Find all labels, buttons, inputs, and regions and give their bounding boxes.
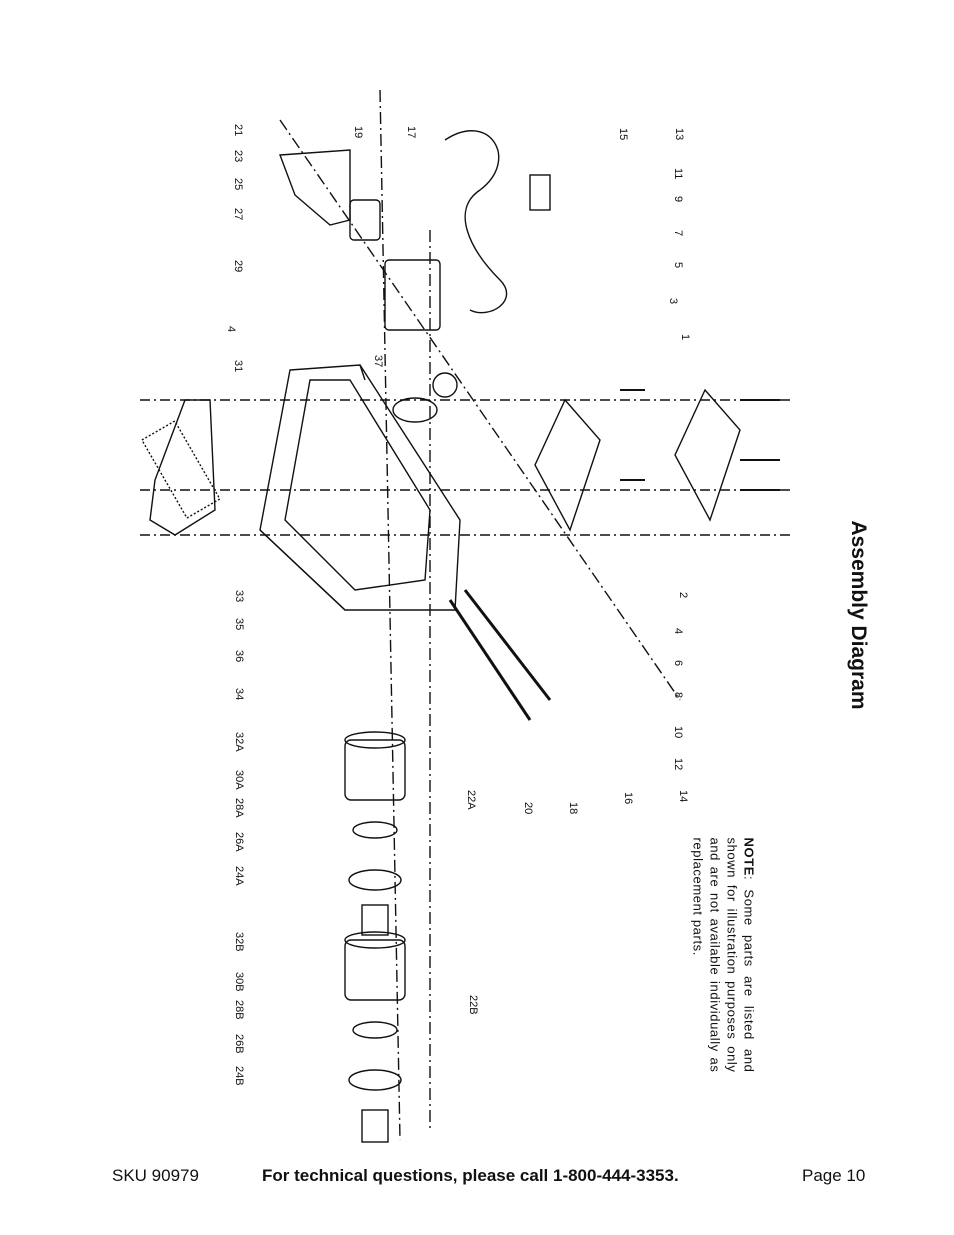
post-24B — [361, 1109, 389, 1143]
callout-28B: 28B — [233, 1000, 245, 1020]
callout-30B: 30B — [233, 972, 245, 992]
callout-37: 37 — [372, 355, 384, 367]
power-cord-15 — [444, 130, 508, 314]
callout-32B: 32B — [233, 932, 245, 952]
gasket-1 — [674, 388, 741, 522]
callout-35: 35 — [233, 618, 245, 630]
washer-30A — [352, 821, 398, 839]
callout-30A: 30A — [233, 770, 245, 790]
bolts — [620, 389, 780, 491]
callout-15: 15 — [617, 128, 629, 140]
callout-16: 16 — [622, 792, 634, 804]
callout-13: 13 — [673, 128, 685, 140]
callout-14: 14 — [677, 790, 689, 802]
callout-12: 12 — [672, 758, 684, 770]
callout-17: 17 — [405, 126, 417, 138]
callout-3: 3 — [667, 298, 679, 304]
callout-36: 36 — [233, 650, 245, 662]
page-title: Assembly Diagram — [847, 520, 870, 710]
capacitor-19 — [349, 199, 381, 241]
footer-sku: SKU 90979 — [112, 1166, 199, 1185]
switch-17 — [384, 259, 441, 331]
callout-5: 5 — [672, 262, 684, 268]
callout-9: 9 — [672, 196, 684, 202]
callout-32A: 32A — [233, 732, 245, 752]
callout-1: 1 — [679, 334, 691, 340]
title-region: Assembly Diagram — [838, 515, 878, 715]
grille-mesh — [140, 420, 221, 519]
callout-23: 23 — [232, 150, 244, 162]
footer-tech-line: For technical questions, please call 1-8… — [262, 1166, 679, 1185]
callout-28A: 28A — [233, 798, 245, 818]
callout-34: 34 — [233, 688, 245, 700]
callout-27: 27 — [232, 208, 244, 220]
callout-31: 31 — [232, 360, 244, 372]
filter-top-a — [344, 731, 406, 749]
plug-15 — [529, 174, 551, 211]
footer: SKU 90979 For technical questions, pleas… — [0, 1166, 954, 1190]
callout-7: 7 — [672, 230, 684, 236]
grille-plate — [149, 399, 216, 536]
gasket-3 — [534, 398, 601, 532]
filter-22A — [344, 739, 406, 801]
washer-30B — [352, 1021, 398, 1039]
callout-29: 29 — [232, 260, 244, 272]
filter-22B — [344, 939, 406, 1001]
callout-11: 11 — [672, 168, 684, 179]
fan-37 — [432, 372, 458, 398]
washer-28A — [348, 869, 402, 891]
post-24A — [361, 904, 389, 936]
callout-21: 21 — [232, 124, 244, 136]
callout-4: 4 — [672, 628, 684, 634]
callout-24B: 24B — [233, 1066, 245, 1086]
callout-26B: 26B — [233, 1034, 245, 1054]
housing-edges — [259, 364, 366, 611]
rods — [448, 589, 552, 721]
footer-page-number: Page 10 — [802, 1166, 866, 1185]
callout-26A: 26A — [233, 832, 245, 852]
bracket-27 — [279, 149, 351, 226]
filter-top-b — [344, 931, 406, 949]
callout-6: 6 — [672, 660, 684, 666]
callout-10: 10 — [672, 726, 684, 738]
callout-18: 18 — [567, 802, 579, 814]
callout-24A: 24A — [233, 866, 245, 886]
callout-22B: 22B — [467, 995, 479, 1015]
callout-8: 8 — [672, 692, 684, 698]
axis-lines — [140, 399, 790, 536]
callout-33: 33 — [233, 590, 245, 602]
washer-28B — [348, 1069, 402, 1091]
callout-22A: 22A — [465, 790, 477, 810]
callout-25: 25 — [232, 178, 244, 190]
callout-19: 19 — [352, 126, 364, 138]
housing-inner — [284, 379, 431, 591]
callout-2: 2 — [677, 592, 689, 598]
ring-37 — [392, 397, 438, 423]
callout-4: 4 — [225, 326, 237, 332]
centerlines — [279, 89, 681, 1141]
callout-20: 20 — [522, 802, 534, 814]
